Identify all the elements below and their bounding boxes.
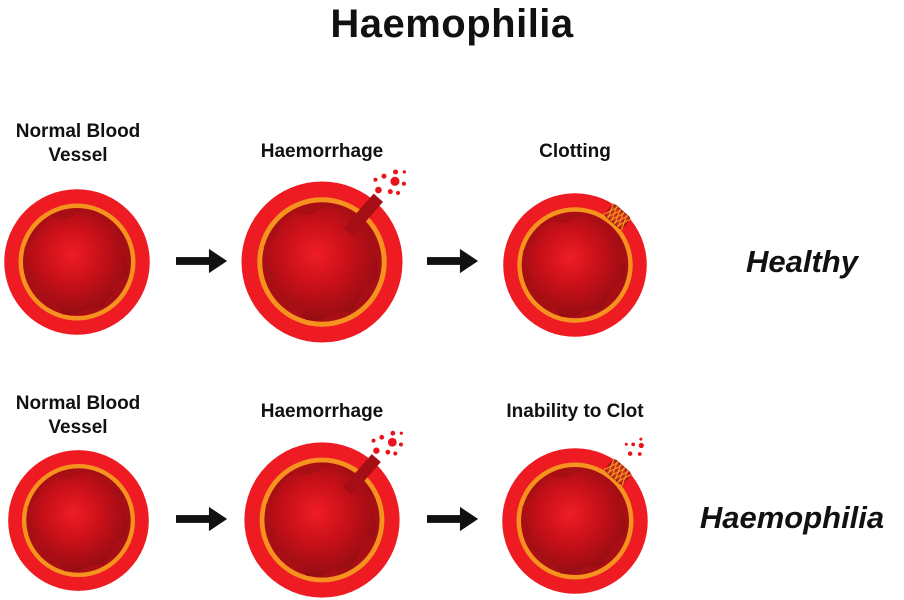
caption-normal-blood-vessel: Normal Blood Vessel bbox=[15, 393, 141, 439]
clotting-illustration bbox=[501, 191, 649, 339]
arrow-right-icon bbox=[176, 247, 228, 275]
row-label-healthy: Healthy bbox=[746, 244, 858, 279]
diagram-title: Haemophilia bbox=[330, 2, 574, 46]
row-label-haemophilia: Haemophilia bbox=[699, 500, 885, 535]
caption-inability-to-clot: Inability to Clot bbox=[506, 401, 644, 422]
arrow-right-icon bbox=[176, 505, 228, 533]
haemorrhage-illustration bbox=[242, 430, 403, 600]
haemorrhage-illustration bbox=[239, 169, 406, 345]
arrow-right-icon bbox=[427, 505, 479, 533]
inability-to-clot-illustration bbox=[500, 437, 650, 596]
caption-clotting: Clotting bbox=[539, 141, 611, 162]
normal-blood-vessel-illustration bbox=[6, 448, 151, 593]
caption-normal-blood-vessel: Normal Blood Vessel bbox=[15, 121, 141, 167]
caption-haemorrhage: Haemorrhage bbox=[260, 401, 384, 422]
arrow-right-icon bbox=[427, 247, 479, 275]
normal-blood-vessel-illustration bbox=[2, 187, 152, 337]
caption-haemorrhage: Haemorrhage bbox=[260, 141, 384, 162]
